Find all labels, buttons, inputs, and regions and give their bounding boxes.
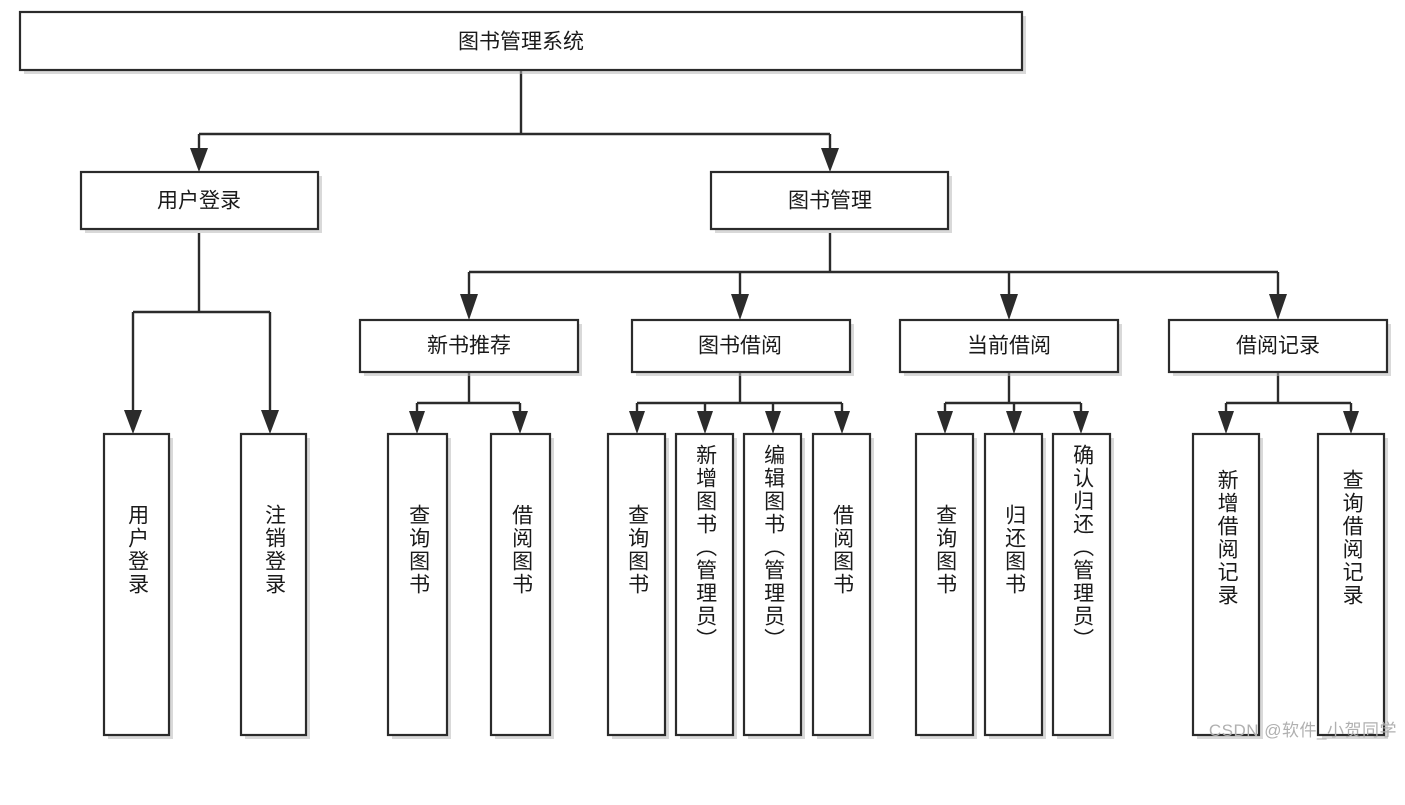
book-manage-node-box[interactable] — [709, 170, 950, 231]
diagram-canvas-root: 图书管理系统 用户登录 图书管理 新书推荐 图书借阅 当前借阅 借阅记录 — [18, 10, 1397, 740]
arrow-head-current-borrow — [1000, 294, 1018, 320]
arrow-head-leaf-borrow-add — [697, 411, 713, 434]
root-node-label: 图书管理系统 — [458, 31, 584, 54]
leaf-cur-query-box[interactable] — [914, 432, 975, 737]
hierarchy-diagram-svg: 图书管理系统 用户登录 图书管理 新书推荐 图书借阅 当前借阅 借阅记录 — [18, 10, 1391, 739]
leaf-cur-return-box[interactable] — [983, 432, 1044, 737]
root-node-box[interactable] — [18, 10, 1024, 72]
arrow-head-borrow-record — [1269, 294, 1287, 320]
arrow-head-leaf-user-login — [124, 410, 142, 434]
leaf-rec-add-box[interactable] — [1191, 432, 1261, 737]
leaf-user-logout-box[interactable] — [239, 432, 308, 737]
new-book-rec-node-box[interactable] — [358, 318, 580, 374]
leaf-borrow-edit-box[interactable] — [742, 432, 803, 737]
current-borrow-node-box[interactable] — [898, 318, 1120, 374]
arrow-head-leaf-borrow-edit — [765, 411, 781, 434]
user-login-node-box[interactable] — [79, 170, 320, 231]
leaf-rec-borrow-box[interactable] — [489, 432, 552, 737]
leaf-cur-confirm-box[interactable] — [1051, 432, 1112, 737]
leaf-borrow-query-box[interactable] — [606, 432, 667, 737]
leaf-rec-search-box[interactable] — [1316, 432, 1386, 737]
arrow-head-book-manage — [821, 148, 839, 172]
new-book-rec-node-label: 新书推荐 — [427, 335, 511, 358]
connector-layer — [124, 70, 1359, 434]
leaf-borrow-add-box[interactable] — [674, 432, 735, 737]
arrow-head-leaf-borrow-query — [629, 411, 645, 434]
arrow-head-leaf-cur-query — [937, 411, 953, 434]
leaf-rec-query-box[interactable] — [386, 432, 449, 737]
arrow-head-book-borrow — [731, 294, 749, 320]
leaf-user-login-box[interactable] — [102, 432, 171, 737]
arrow-head-new-book-rec — [460, 294, 478, 320]
book-borrow-node-box[interactable] — [630, 318, 852, 374]
arrow-head-leaf-rec-query — [409, 411, 425, 434]
borrow-record-node-label: 借阅记录 — [1236, 335, 1320, 358]
book-manage-node-label: 图书管理 — [788, 190, 872, 213]
borrow-record-node-box[interactable] — [1167, 318, 1389, 374]
arrow-head-leaf-borrow-do — [834, 411, 850, 434]
arrow-head-leaf-rec-search — [1343, 411, 1359, 434]
user-login-node-label: 用户登录 — [157, 190, 241, 213]
leaf-borrow-do-box[interactable] — [811, 432, 872, 737]
book-borrow-node-label: 图书借阅 — [698, 335, 782, 358]
arrow-head-leaf-rec-add — [1218, 411, 1234, 434]
current-borrow-node-label: 当前借阅 — [967, 335, 1051, 358]
arrow-head-leaf-cur-return — [1006, 411, 1022, 434]
arrow-head-leaf-rec-borrow — [512, 411, 528, 434]
node-layer: 图书管理系统 用户登录 图书管理 新书推荐 图书借阅 当前借阅 借阅记录 — [18, 10, 1391, 739]
arrow-head-user-login — [190, 148, 208, 172]
arrow-head-leaf-cur-confirm — [1073, 411, 1089, 434]
arrow-head-leaf-user-logout — [261, 410, 279, 434]
csdn-watermark: CSDN @软件_小贺同学 — [1208, 721, 1397, 740]
